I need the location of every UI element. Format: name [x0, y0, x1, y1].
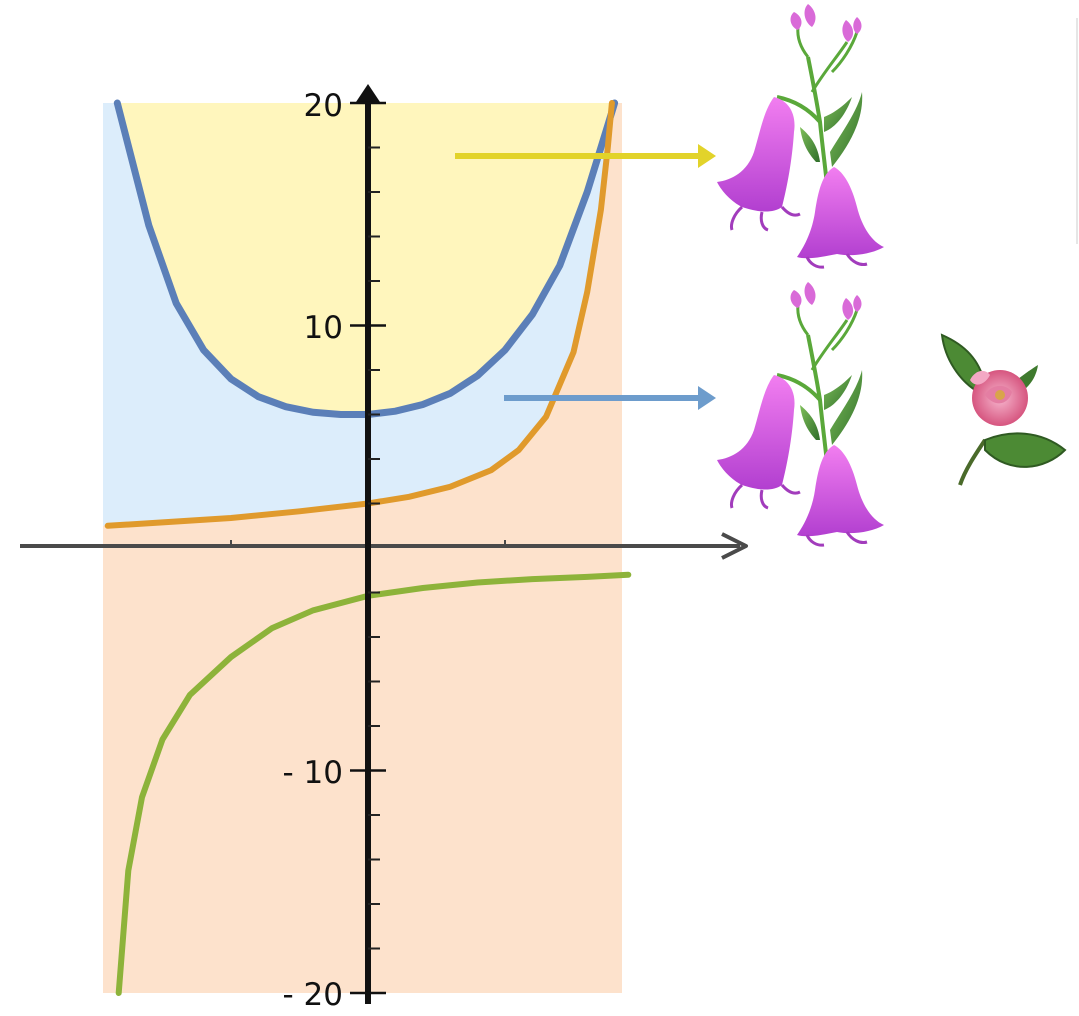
y-tick-label-20: 20 — [304, 88, 343, 124]
bellflower-image-top — [717, 4, 884, 267]
y-axis-arrowhead — [356, 84, 380, 102]
y-tick-label-neg20: - 20 — [283, 977, 344, 1013]
rose-image — [942, 335, 1065, 485]
bellflower-image-middle — [717, 282, 884, 545]
y-tick-label-neg10: - 10 — [283, 755, 344, 791]
y-tick-label-10: 10 — [304, 310, 343, 346]
